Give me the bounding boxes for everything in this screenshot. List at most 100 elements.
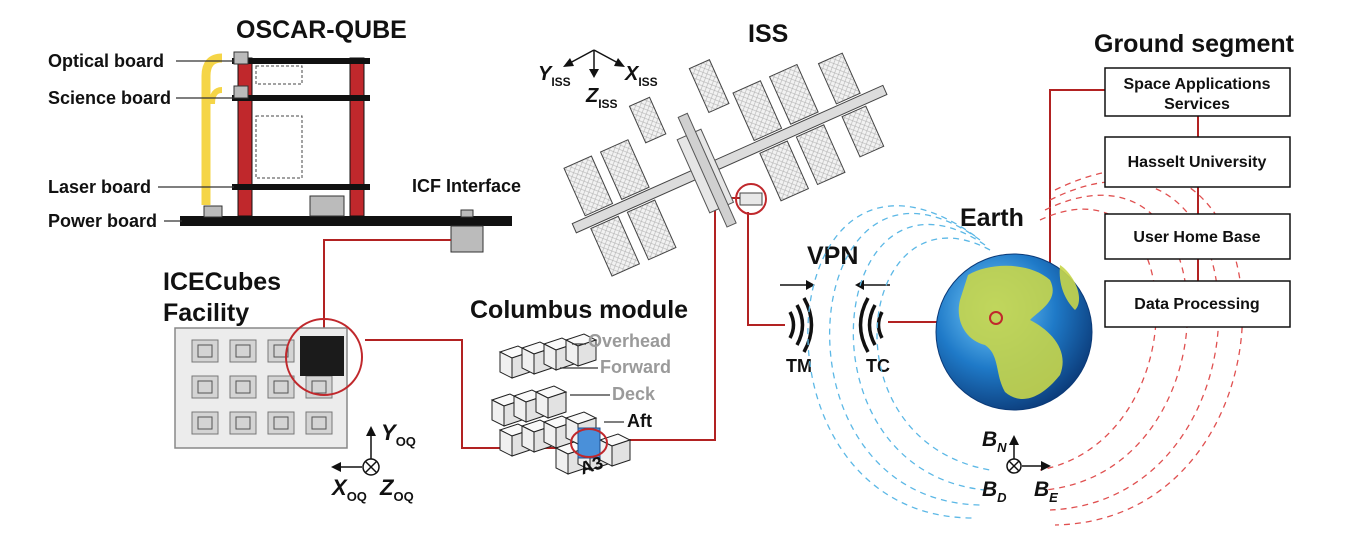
optical-board-label: Optical board [48,51,164,71]
earth-landmass [958,265,1063,399]
gs-box-hasselt: Hasselt University [1104,136,1291,188]
facility-slot [229,411,257,435]
ziss-label: ZISS [585,85,618,111]
solar-panel [599,139,650,201]
yiss-label: YISS [538,63,571,89]
gs-box-label: Data Processing [1134,296,1259,313]
iss-pressurized-spine [677,112,737,228]
ziss-arrowhead [589,69,599,78]
facility-slot [191,411,219,435]
iss-main-truss [571,84,888,234]
facility-highlight-circle [285,318,363,396]
power-board-label: Power board [48,211,157,231]
xiss-axis [593,49,621,65]
solar-panel [795,124,846,186]
ground-segment-title: Ground segment [1094,30,1295,58]
deck-label: Deck [612,384,656,404]
gs-box-space-applications: Space Applications Services [1104,67,1291,117]
icecubes-facility: ICECubes Facility YOQ XOQ ZOQ [163,268,416,504]
yiss-axis [567,49,595,65]
gs-box-frame [1104,136,1291,188]
facility-slot [305,411,333,435]
solar-panel [563,155,614,217]
solar-panel [688,59,730,114]
gs-box-frame [1104,67,1291,117]
gs-box-label: User Home Base [1133,229,1260,246]
power-module [203,205,223,218]
link-oscar-to-icecubes [323,239,451,330]
tc-label: TC [866,356,890,376]
yoq-label: YOQ [381,420,416,449]
be-label: BE [1034,478,1058,505]
zoq-cross [364,460,378,474]
science-board-plate [232,95,370,101]
magnetic-field-lines-west [807,205,991,519]
science-board-label: Science board [48,88,171,108]
rack-unit [520,341,554,375]
gs-box-data-processing: Data Processing [1104,280,1291,328]
forward-label: Forward [600,357,671,377]
post-left [237,57,253,217]
yiss-arrowhead [563,58,574,67]
gs-box-frame [1104,213,1291,260]
optical-board-plate [232,58,370,64]
bd-cross [1008,460,1020,472]
gs-box-label: Services [1164,96,1230,113]
solar-panel [841,105,885,158]
icf-connector-top [460,209,474,218]
gs-box-label: Hasselt University [1128,154,1267,171]
facility-slot [267,375,295,399]
iss-station: ISS YISS XISS ZISS [538,20,888,277]
earth-label: Earth [960,204,1024,232]
oscar-qube-assembly: OSCAR-QUBE ICF Interface Optical board S… [48,16,521,253]
communication-link: VPN TM TC [780,242,890,376]
post-right [349,57,365,217]
bn-arrowhead [1009,435,1019,445]
science-module [233,85,249,99]
gs-box-user-home-base: User Home Base [1104,213,1291,260]
icf-connector-block [450,225,484,253]
facility-slot [229,339,257,363]
zoq-label: ZOQ [379,475,414,504]
be-arrowhead [1041,461,1051,471]
yellow-cable-branch [209,87,223,105]
iss-body [563,52,888,277]
bd-label: BD [982,478,1007,505]
laser-board-label: Laser board [48,177,151,197]
xiss-arrowhead [614,58,625,67]
columbus-location-circle [735,183,767,215]
xoq-label: XOQ [330,475,367,504]
solar-panel [626,199,677,261]
facility-slot [191,375,219,399]
base-plate [180,216,512,226]
solar-panel [768,63,819,125]
a3-highlight-ring [570,428,608,458]
oscar-qube-title: OSCAR-QUBE [236,16,407,44]
tc-antenna-icon [858,297,884,353]
vpn-label: VPN [807,242,858,270]
section-leaders [560,343,624,423]
columbus-module: Columbus module A3 Overhead Forward Deck… [470,296,688,479]
oscar-qube-slot [300,336,344,376]
bn-label: BN [982,428,1007,455]
columbus-on-iss [739,192,763,206]
optical-module [233,51,249,65]
science-placeholder [255,115,303,179]
aft-label: Aft [627,411,652,431]
solar-panel [759,140,810,202]
link-iss-to-tm [747,212,785,326]
laser-board-plate [232,184,370,190]
tm-label: TM [786,356,812,376]
xoq-arrowhead [331,462,341,472]
icf-interface-label: ICF Interface [412,176,521,196]
tm-antenna-icon [788,297,814,353]
icecubes-title-line2: Facility [163,299,249,327]
iss-solar-arrays [563,52,885,277]
yellow-cable [201,53,223,205]
facility-slot [229,375,257,399]
rack-unit [534,385,568,419]
solar-panel [590,215,641,277]
solar-panel [732,80,783,142]
xiss-label: XISS [624,63,658,89]
